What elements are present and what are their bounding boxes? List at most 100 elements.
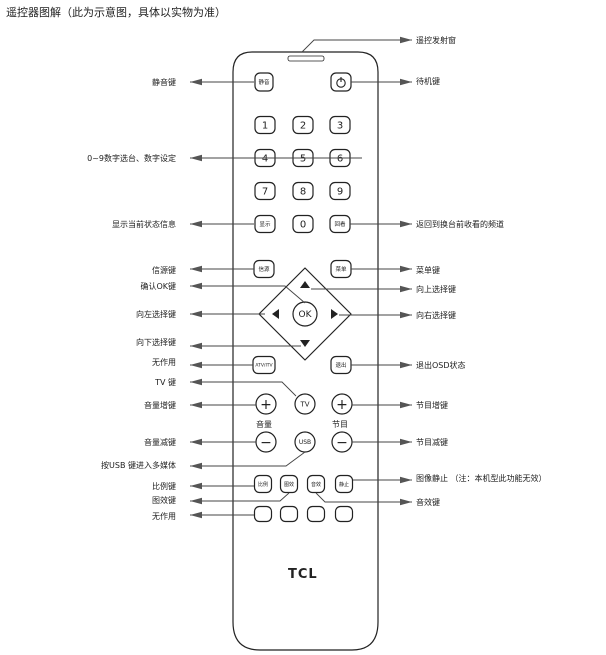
num-button-7[interactable]: 7 [254,181,276,201]
leader-tv-arrowhead [190,378,202,386]
program-down-button[interactable]: − [331,431,353,453]
menu-button-label: 菜单 [335,265,347,273]
atv-button-label: ATV/ITV [255,363,273,369]
num-button-3-label: 3 [337,121,343,132]
num-button-1[interactable]: 1 [254,115,276,135]
leader-vol-up-arrowhead [190,401,202,409]
callout-menu: 菜单键 [416,266,440,275]
ratio-button[interactable]: 比例 [253,474,273,494]
callout-ok: 确认OK键 [140,282,176,291]
callout-standby: 待机键 [416,77,440,86]
callout-down: 向下选择键 [136,338,176,347]
leader-display-arrowhead [190,220,202,228]
mute-button-label: 静音 [258,78,270,86]
callout-tv: TV 键 [155,378,176,387]
leader-recall-arrowhead [400,220,412,228]
up-arrow-icon[interactable] [300,281,310,288]
leader-right-arrowhead [400,311,412,319]
leader-standby-arrowhead [400,78,412,86]
leader-down-arrowhead [190,342,202,350]
ok-button[interactable]: OK [292,301,318,327]
source-button[interactable]: 信源 [253,259,275,279]
num-button-9[interactable]: 9 [329,181,351,201]
callout-source: 信源键 [152,266,176,275]
power-button[interactable] [330,72,352,92]
callout-sound: 音效键 [416,498,440,507]
num-button-9-label: 9 [337,187,343,198]
dpad-ring [258,267,352,361]
program-up-button-label: + [336,397,348,413]
num-button-2[interactable]: 2 [292,115,314,135]
leader-emitter [301,39,412,53]
usb-button-label: USB [299,439,311,446]
recall-button-label: 回看 [334,220,346,228]
leader-prog-down-arrowhead [400,438,412,446]
brand-logo: TCL [288,567,318,582]
leader-up-arrowhead [400,285,412,293]
callout-up: 向上选择键 [416,285,456,294]
callout-none2: 无作用 [152,512,176,521]
leader-picture [190,492,290,502]
callout-exit: 退出OSD状态 [416,361,466,370]
display-button-label: 显示 [259,221,271,228]
blank-button-2[interactable] [279,505,299,523]
freeze-button-label: 静止 [339,481,349,488]
ratio-button-label: 比例 [258,481,268,488]
callout-digits: 0~9数字选台、数字设定 [87,154,176,163]
num-button-2-label: 2 [300,121,306,132]
callout-prog-up: 节目增键 [416,401,448,410]
leader-emitter-arrowhead [400,36,412,44]
ir-window [287,55,325,62]
leader-mute-arrowhead [190,78,202,86]
callout-mute: 静音键 [152,78,176,87]
callout-emitter: 遥控发射窗 [416,36,456,45]
leader-usb [190,451,306,467]
leader-prog-up-arrowhead [400,401,412,409]
exit-button-label: 退出 [335,361,346,369]
freeze-button[interactable]: 静止 [334,474,354,494]
program-up-button[interactable]: + [331,393,353,415]
num-button-8[interactable]: 8 [292,181,314,201]
blank-button-1[interactable] [253,505,273,523]
callout-ratio: 比例键 [152,482,176,491]
right-arrow-icon[interactable] [331,309,338,319]
num-button-0-label: 0 [300,220,306,231]
left-arrow-icon[interactable] [272,309,279,319]
leader-left-arrowhead [190,310,202,318]
volume-down-button[interactable]: − [255,431,277,453]
callout-prog-down: 节目减键 [416,438,448,447]
picture-button[interactable]: 图效 [279,474,299,494]
leader-ratio-arrowhead [190,482,202,490]
num-button-5-label: 5 [300,154,306,165]
blank-button-4[interactable] [334,505,354,523]
volume-up-button-label: + [260,397,272,413]
mute-button[interactable]: 静音 [254,72,274,92]
menu-button[interactable]: 菜单 [330,259,352,279]
blank-button-3[interactable] [306,505,326,523]
callout-vol-down: 音量减键 [144,438,176,447]
volume-up-button[interactable]: + [255,393,277,415]
atv-button[interactable]: ATV/ITV [252,355,276,375]
leader-tv [190,381,297,397]
usb-button[interactable]: USB [294,431,316,453]
callout-display: 显示当前状态信息 [112,220,176,229]
volume-label: 音量 [256,420,272,429]
num-button-0[interactable]: 0 [292,214,314,234]
program-down-button-label: − [336,435,348,451]
tv-button[interactable]: TV [294,393,316,415]
callout-left: 向左选择键 [136,310,176,319]
exit-button[interactable]: 退出 [330,355,352,375]
display-button[interactable]: 显示 [254,214,276,234]
recall-button[interactable]: 回看 [329,214,351,234]
sound-button[interactable]: 音效 [306,474,326,494]
leader-sound [315,492,412,503]
callout-picture: 图效键 [152,496,176,505]
num-button-1-label: 1 [262,121,268,132]
leader-menu-arrowhead [400,265,412,273]
down-arrow-icon[interactable] [300,340,310,347]
callout-usb: 按USB 键进入多媒体 [101,461,176,470]
program-label: 节目 [332,420,348,429]
num-button-3[interactable]: 3 [329,115,351,135]
num-button-4-label: 4 [262,154,268,165]
